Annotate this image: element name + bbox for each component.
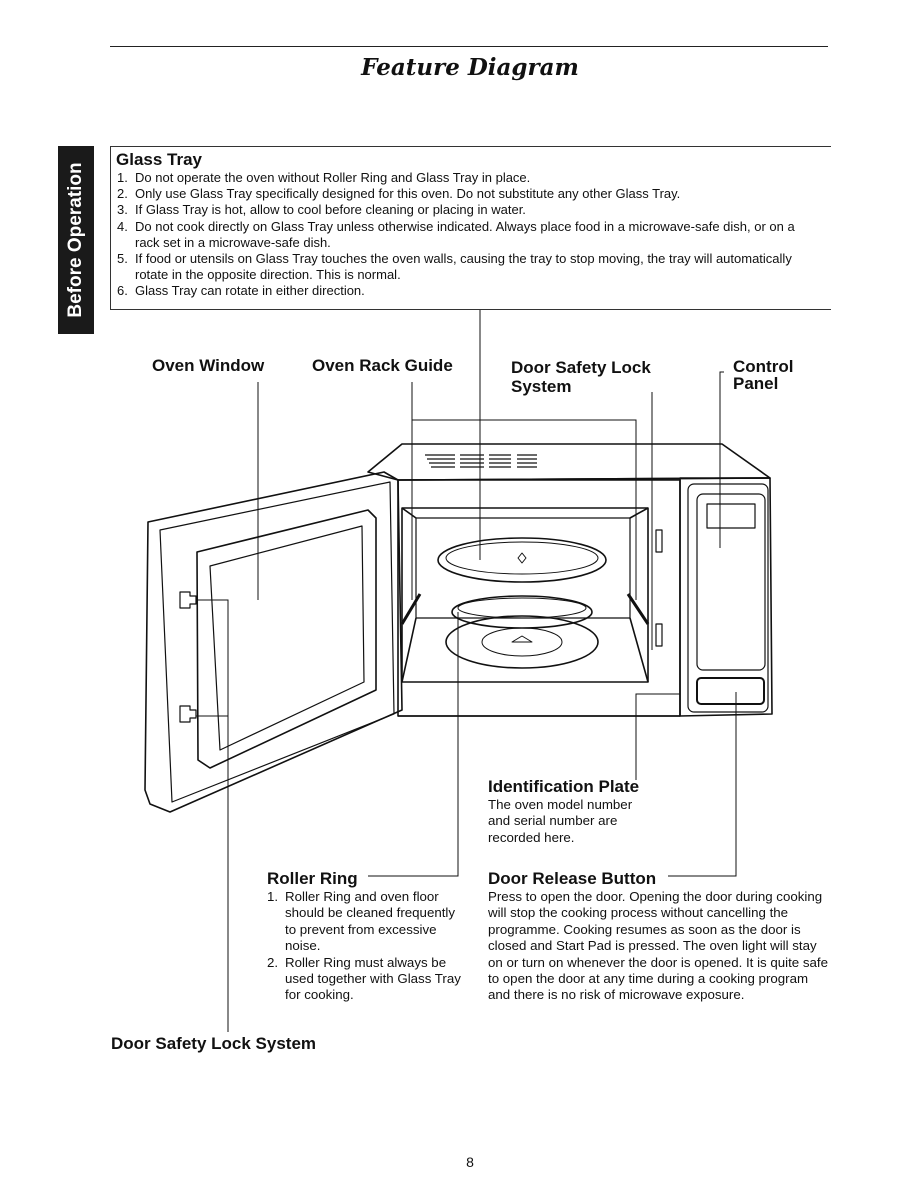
label-line: Panel — [733, 374, 779, 393]
glass-tray-lower — [445, 615, 599, 669]
item-number: 2. — [267, 954, 279, 970]
label-oven-window: Oven Window — [152, 356, 265, 375]
list-item: 1. Roller Ring and oven floor should be c… — [267, 889, 467, 955]
item-text: Roller Ring and oven floor should be cle… — [285, 889, 456, 954]
item-text: Glass Tray can rotate in either directio… — [135, 283, 365, 299]
text-line: and serial number are — [488, 813, 618, 829]
vent-icon — [425, 454, 537, 468]
item-text: Roller Ring must always be used together… — [285, 954, 461, 1003]
list-item: 2. Only use Glass Tray specifically desig… — [117, 186, 812, 202]
label-roller-ring: Roller Ring — [267, 869, 358, 888]
top-rule — [110, 46, 828, 47]
control-display — [706, 503, 756, 529]
oven-door — [144, 471, 403, 813]
item-number: 4. — [117, 218, 128, 234]
oven-window — [196, 509, 377, 769]
label-door-release-button: Door Release Button — [488, 869, 657, 888]
list-item: 1. Do not operate the oven without Roller… — [117, 170, 812, 186]
page-number: 8 — [466, 1154, 474, 1170]
roller-ring-list: 1. Roller Ring and oven floor should be c… — [267, 889, 467, 1004]
item-number: 3. — [117, 202, 128, 218]
list-item: 6. Glass Tray can rotate in either direct… — [117, 283, 812, 299]
item-number: 5. — [117, 251, 128, 267]
list-item: 2. Roller Ring must always be used togeth… — [267, 955, 467, 1004]
item-number: 2. — [117, 186, 128, 202]
door-lock-slot-lower — [655, 623, 663, 647]
label-oven-rack-guide: Oven Rack Guide — [312, 356, 453, 375]
door-latch-upper — [179, 591, 197, 609]
door-release-text: Press to open the door. Opening the door… — [488, 889, 829, 1003]
item-number: 1. — [117, 170, 128, 185]
item-number: 1. — [267, 889, 279, 904]
item-text: Do not operate the oven without Roller R… — [135, 170, 531, 185]
label-control-panel: Control Panel — [733, 358, 793, 392]
glass-tray-heading: Glass Tray — [116, 150, 203, 169]
list-item: 3. If Glass Tray is hot, allow to cool be… — [117, 202, 812, 218]
label-line: System — [511, 377, 572, 396]
item-text: Only use Glass Tray specifically designe… — [135, 186, 681, 202]
control-panel — [679, 477, 773, 717]
section-tab: Before Operation — [58, 146, 94, 334]
glass-tray-list: 1. Do not operate the oven without Roller… — [117, 170, 812, 300]
item-text: If Glass Tray is hot, allow to cool befo… — [135, 202, 526, 218]
door-release-button — [696, 677, 765, 705]
item-text: If food or utensils on Glass Tray touche… — [135, 251, 792, 283]
item-number: 6. — [117, 283, 128, 299]
label-identification-plate: Identification Plate — [488, 777, 640, 796]
text-line: The oven model number — [488, 797, 633, 812]
door-lock-slot-upper — [655, 529, 663, 553]
roller-ring-text: 1. Roller Ring and oven floor should be c… — [267, 889, 467, 1004]
label-door-safety-lock-bottom: Door Safety Lock System — [111, 1034, 317, 1053]
label-line: Control — [733, 357, 794, 376]
label-line: Door Safety Lock — [511, 358, 651, 377]
glass-tray-upper — [437, 537, 607, 583]
glass-tray-box — [110, 146, 831, 310]
label-door-safety-lock-top: Door Safety Lock System — [511, 358, 651, 396]
list-item: 5. If food or utensils on Glass Tray touc… — [117, 251, 812, 283]
text-line: recorded here. — [488, 829, 575, 845]
roller-ring — [451, 595, 593, 629]
oven-top-outline — [367, 443, 771, 481]
identification-plate-text: The oven model number and serial number … — [488, 797, 632, 846]
item-text: Do not cook directly on Glass Tray unles… — [135, 218, 795, 250]
door-latch-lower — [179, 705, 197, 723]
list-item: 4. Do not cook directly on Glass Tray unl… — [117, 219, 812, 251]
page-title: Feature Diagram — [361, 54, 579, 81]
